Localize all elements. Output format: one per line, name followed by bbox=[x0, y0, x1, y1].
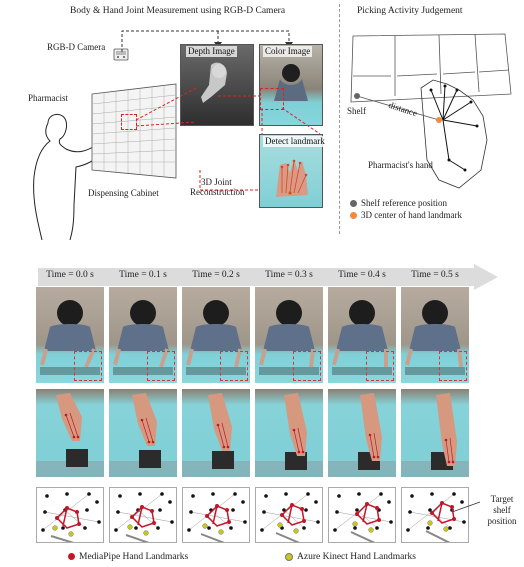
shelf-illustration bbox=[347, 30, 519, 200]
target-shelf-label: Target shelf position bbox=[480, 494, 524, 527]
landmark-plot bbox=[36, 487, 104, 543]
hand-closeup-frame bbox=[109, 389, 177, 477]
landmark-plot bbox=[255, 487, 323, 543]
roi-box bbox=[220, 351, 248, 381]
overhead-frame bbox=[109, 287, 177, 383]
legend-azure-kinect: Azure Kinect Hand Landmarks bbox=[285, 552, 416, 563]
depth-image-label: Depth Image bbox=[186, 46, 237, 57]
roi-box bbox=[74, 351, 102, 381]
time-label: Time = 0.1 s bbox=[109, 270, 177, 284]
overhead-frame bbox=[255, 287, 323, 383]
gray-dot-icon bbox=[350, 200, 357, 207]
time-label: Time = 0.5 s bbox=[401, 270, 469, 284]
orange-dot-icon bbox=[350, 212, 357, 219]
right-panel-title: Picking Activity Judgement bbox=[357, 6, 463, 17]
legend-shelf-reference: Shelf reference position bbox=[350, 198, 447, 209]
hand-closeup-frame bbox=[401, 389, 469, 477]
landmark-plot bbox=[109, 487, 177, 543]
roi-box bbox=[366, 351, 394, 381]
hand-closeup-frame bbox=[182, 389, 250, 477]
roi-box bbox=[147, 351, 175, 381]
red-dot-icon bbox=[68, 553, 75, 560]
hand-closeup-frame bbox=[36, 389, 104, 477]
reconstruction-label-2: Reconstruction bbox=[190, 187, 245, 198]
shelf-label: Shelf bbox=[347, 106, 366, 117]
overhead-frame bbox=[36, 287, 104, 383]
time-label: Time = 0.0 s bbox=[36, 270, 104, 284]
time-label: Time = 0.4 s bbox=[328, 270, 396, 284]
color-image-label: Color Image bbox=[263, 46, 312, 57]
pharmacist-label: Pharmacist bbox=[28, 93, 68, 104]
hand-closeup-frame bbox=[255, 389, 323, 477]
overhead-frame bbox=[401, 287, 469, 383]
target-pointer bbox=[452, 500, 482, 516]
landmark-plot bbox=[182, 487, 250, 543]
roi-box bbox=[439, 351, 467, 381]
rgbd-camera-label: RGB-D Camera bbox=[47, 42, 105, 53]
time-label: Time = 0.3 s bbox=[255, 270, 323, 284]
hand-closeup-frame bbox=[328, 389, 396, 477]
time-label: Time = 0.2 s bbox=[182, 270, 250, 284]
pharmacists-hand-label: Pharmacist's hand bbox=[368, 160, 433, 171]
yellow-dot-icon bbox=[285, 553, 293, 561]
overhead-frame bbox=[328, 287, 396, 383]
landmark-plot bbox=[328, 487, 396, 543]
legend-hand-center: 3D center of hand landmark bbox=[350, 210, 462, 221]
panel-divider bbox=[339, 4, 340, 234]
overhead-frame bbox=[182, 287, 250, 383]
left-panel-title: Body & Hand Joint Measurement using RGB-… bbox=[70, 6, 285, 17]
legend-mediapipe: MediaPipe Hand Landmarks bbox=[68, 552, 188, 563]
roi-box bbox=[293, 351, 321, 381]
